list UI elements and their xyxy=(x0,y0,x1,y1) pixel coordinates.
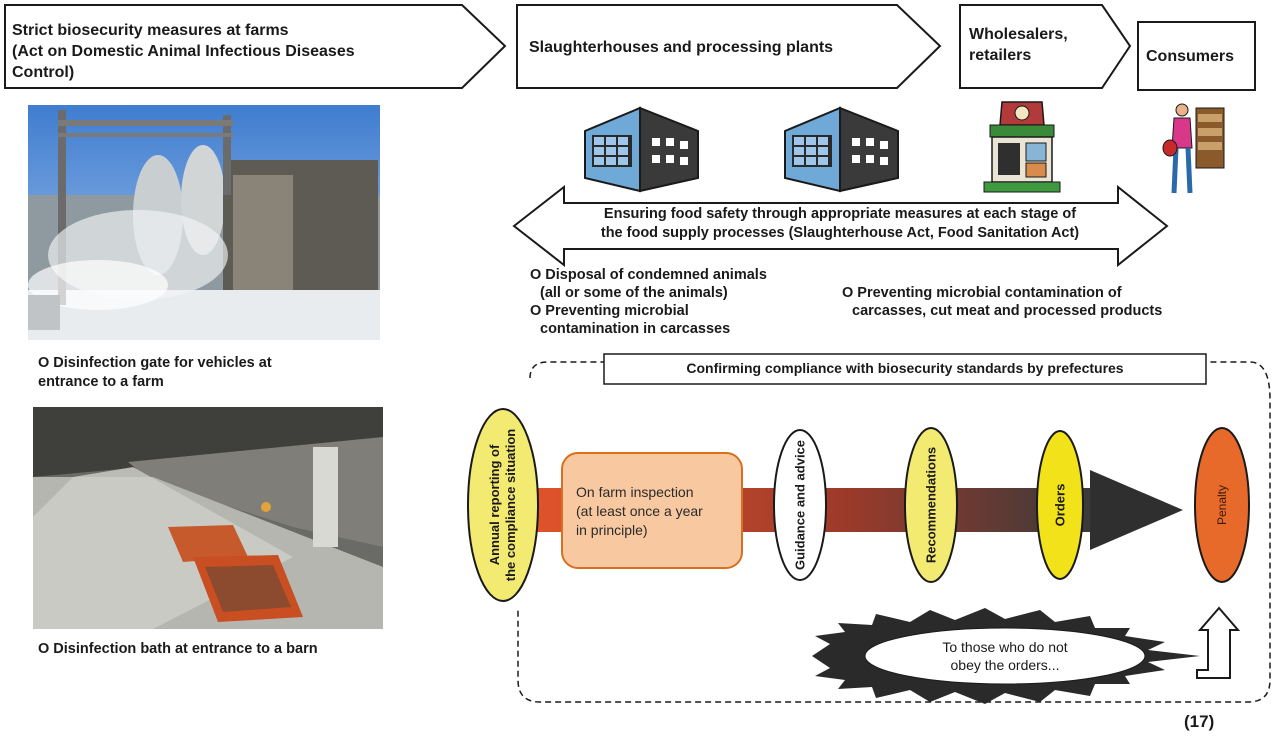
escalation-arrowhead xyxy=(1090,470,1183,550)
recommendations-oval xyxy=(904,427,958,583)
farm-header-text: Strict biosecurity measures at farms (Ac… xyxy=(12,20,462,83)
shop-icon xyxy=(983,101,1061,193)
factory-icon xyxy=(784,106,899,193)
farm-header-line2: (Act on Domestic Animal Infectious Disea… xyxy=(12,43,355,60)
annual-report-oval xyxy=(467,408,539,602)
compliance-dashed-border xyxy=(517,361,1271,703)
photo-caption-1: O Disinfection gate for vehicles at entr… xyxy=(38,354,368,392)
guidance-oval xyxy=(773,429,827,581)
farm-header-line3: Control) xyxy=(12,64,75,81)
photo-caption-2: O Disinfection bath at entrance to a bar… xyxy=(38,641,318,657)
annual-report-label: Annual reporting of the compliance situa… xyxy=(468,409,538,601)
note-carcasses-line1: O Preventing microbial contamination of xyxy=(842,285,1122,301)
disobey-line1: To those who do not xyxy=(942,639,1068,655)
orders-label: Orders xyxy=(1037,431,1083,579)
food-safety-text: Ensuring food safety through appropriate… xyxy=(560,205,1120,243)
consumers-header-text: Consumers xyxy=(1146,48,1235,65)
photo-disinfection-gate xyxy=(28,105,380,340)
note-disposal: O Disposal of condemned animals (all or … xyxy=(530,266,830,338)
wholesale-header-line2: retailers xyxy=(969,47,1032,64)
header-arrows xyxy=(4,4,1256,91)
annual-report-line2: the compliance situation xyxy=(503,428,518,582)
note-carcasses: O Preventing microbial contamination of … xyxy=(842,284,1222,320)
food-safety-line1: Ensuring food safety through appropriate… xyxy=(603,206,1077,222)
orders-text: Orders xyxy=(1052,483,1068,527)
inspection-label: On farm inspection (at least once a year… xyxy=(576,483,736,540)
inspection-line2: (at least once a year xyxy=(576,503,703,519)
inspection-line1: On farm inspection xyxy=(576,484,694,500)
photo-disinfection-bath xyxy=(33,407,383,629)
guidance-label: Guidance and advice xyxy=(774,430,826,580)
disobey-label: To those who do not obey the orders... xyxy=(915,638,1095,674)
disobey-line2: obey the orders... xyxy=(950,657,1060,673)
inspection-line3: in principle) xyxy=(576,522,648,538)
penalty-text: Penalty xyxy=(1215,484,1229,526)
note-disposal-line1: O Disposal of condemned animals xyxy=(530,267,767,283)
penalty-oval xyxy=(1194,427,1250,583)
photo-caption-1-line1: O Disinfection gate for vehicles at xyxy=(38,355,272,371)
compliance-title-box xyxy=(603,353,1207,385)
inspection-box xyxy=(561,452,743,569)
consumers-header-box xyxy=(1137,21,1256,91)
factory-icon xyxy=(584,106,699,193)
compliance-title: Confirming compliance with biosecurity s… xyxy=(686,360,1124,376)
wholesale-header-line1: Wholesalers, xyxy=(969,26,1068,43)
guidance-text: Guidance and advice xyxy=(792,439,808,571)
note-carcasses-line2: carcasses, cut meat and processed produc… xyxy=(852,303,1163,319)
recommendations-text: Recommendations xyxy=(923,446,939,564)
compliance-flow xyxy=(467,353,1271,704)
shopper-icon xyxy=(1162,103,1225,194)
slaughter-header-text: Slaughterhouses and processing plants xyxy=(529,39,834,56)
note-disposal-line2: (all or some of the animals) xyxy=(540,285,728,301)
page-number: (17) xyxy=(1184,712,1215,731)
food-safety-double-arrow xyxy=(512,185,1169,267)
note-microbial-line1: O Preventing microbial xyxy=(530,303,689,319)
note-microbial-line2: contamination in carcasses xyxy=(540,321,731,337)
slaughter-header-arrow xyxy=(516,4,942,89)
farm-header-arrow xyxy=(4,4,507,89)
annual-report-line1: Annual reporting of xyxy=(487,444,502,566)
wholesale-header-text: Wholesalers, retailers xyxy=(969,24,1099,66)
photo-caption-1-line2: entrance to a farm xyxy=(38,374,164,390)
disobey-up-arrow xyxy=(1196,606,1241,679)
orders-oval xyxy=(1036,430,1084,580)
farm-header-line1: Strict biosecurity measures at farms xyxy=(12,22,289,39)
recommendations-label: Recommendations xyxy=(905,428,957,582)
penalty-label: Penalty xyxy=(1195,428,1249,582)
wholesale-header-arrow xyxy=(959,4,1132,89)
food-safety-line2: the food supply processes (Slaughterhous… xyxy=(600,225,1080,241)
